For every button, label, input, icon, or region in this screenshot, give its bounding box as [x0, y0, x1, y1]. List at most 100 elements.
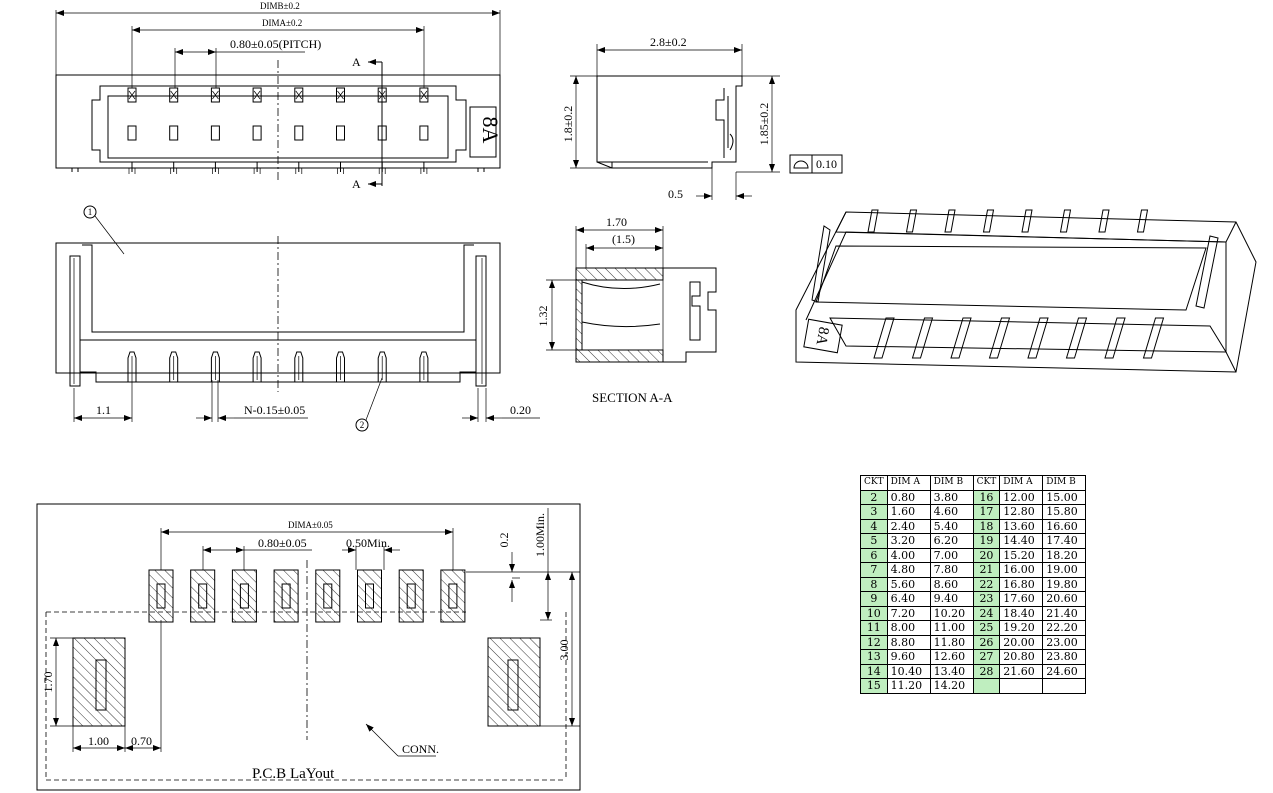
front-pin — [377, 351, 387, 382]
pcb-pad — [440, 569, 466, 623]
pcb-min-gap-label: 0.50Min. — [346, 536, 390, 550]
table-cell: 14 — [860, 663, 888, 679]
table-cell — [972, 678, 1001, 694]
table-cell: 16.60 — [1042, 518, 1087, 534]
iso-pin — [905, 209, 934, 359]
table-cell: 24 — [972, 605, 1001, 621]
pcb-pad — [231, 569, 257, 623]
table-cell — [999, 678, 1044, 694]
table-cell: 13 — [860, 649, 888, 665]
table-cell: 19 — [972, 533, 1001, 549]
iso-pin — [1021, 209, 1049, 359]
table-cell: 12 — [860, 634, 888, 650]
section-width-label: 1.70 — [606, 215, 627, 229]
table-cell: 21.60 — [999, 663, 1044, 679]
table-cell: 27 — [972, 649, 1001, 665]
top-pin — [419, 87, 429, 174]
top-pin — [210, 87, 220, 174]
table-cell: 19.20 — [999, 620, 1044, 636]
table-cell: 19.00 — [1042, 562, 1087, 578]
table-cell: 16.00 — [999, 562, 1044, 578]
front-pin — [419, 351, 429, 382]
side-width-label: 2.8±0.2 — [650, 35, 687, 49]
table-header: CKT — [972, 475, 1001, 491]
callout-1: 1 — [88, 207, 93, 217]
table-cell: 7.80 — [929, 562, 974, 578]
section-mark-bottom: A — [352, 177, 361, 191]
top-pin — [377, 87, 387, 174]
table-cell: 3.80 — [929, 489, 974, 505]
table-cell: 15 — [860, 678, 888, 694]
table-cell: 5.60 — [886, 576, 931, 592]
table-cell: 15.00 — [1042, 489, 1087, 505]
side-height-left-label: 1.8±0.2 — [561, 106, 575, 143]
table-cell: 8.00 — [886, 620, 931, 636]
table-cell: 28 — [972, 663, 1001, 679]
table-header: DIM A — [886, 475, 931, 491]
iso-pin — [867, 209, 895, 359]
front-view: 1 2 1.1 N-0.15±0.05 0.20 — [55, 205, 540, 432]
table-cell: 6.20 — [929, 533, 974, 549]
table-cell: 23 — [972, 591, 1001, 607]
table-cell: 17 — [972, 504, 1001, 520]
pcb-pad — [315, 569, 341, 623]
table-cell: 19.80 — [1042, 576, 1087, 592]
front-dim-left-label: 1.1 — [96, 403, 111, 417]
table-cell: 9 — [860, 591, 888, 607]
table-cell: 4 — [860, 518, 888, 534]
table-cell: 11 — [860, 620, 888, 636]
table-cell: 7.20 — [886, 605, 931, 621]
front-pin — [169, 351, 179, 382]
table-cell: 24.60 — [1042, 663, 1087, 679]
table-cell: 16 — [972, 489, 1001, 505]
side-view: 2.8±0.2 1.8±0.2 1.85±0.2 0.10 0.5 — [561, 35, 843, 201]
table-header: DIM B — [1042, 475, 1087, 491]
table-cell: 1.60 — [886, 504, 931, 520]
table-cell: 11.20 — [886, 678, 931, 694]
table-cell: 25 — [972, 620, 1001, 636]
iso-marking: 8A — [813, 326, 832, 347]
side-height-right-label: 1.85±0.2 — [757, 103, 771, 146]
table-cell: 5 — [860, 533, 888, 549]
top-pin — [169, 87, 179, 174]
section-view: 1.70 (1.5) 1.32 SECTION A-A — [536, 215, 717, 405]
pcb-pad-height-label: 1.70 — [41, 672, 55, 693]
side-foot-label: 0.5 — [668, 187, 683, 201]
table-cell: 14.40 — [999, 533, 1044, 549]
table-cell: 15.80 — [1042, 504, 1087, 520]
table-cell: 17.60 — [999, 591, 1044, 607]
pcb-pad — [273, 569, 299, 623]
top-view: DIMB±0.2 DIMA±0.2 0.80±0.05(PITCH) 8A A … — [55, 1, 503, 191]
table-cell: 4.60 — [929, 504, 974, 520]
table-cell: 11.80 — [929, 634, 974, 650]
top-dim-b-label: DIMB±0.2 — [260, 1, 300, 11]
table-cell: 5.40 — [929, 518, 974, 534]
pcb-gap-label: 0.70 — [131, 734, 152, 748]
table-cell: 22.20 — [1042, 620, 1087, 636]
table-cell: 20.00 — [999, 634, 1044, 650]
table-cell: 4.00 — [886, 547, 931, 563]
table-cell: 7.00 — [929, 547, 974, 563]
table-cell: 13.60 — [999, 518, 1044, 534]
table-cell: 6.40 — [886, 591, 931, 607]
table-cell: 4.80 — [886, 562, 931, 578]
table-cell: 18.20 — [1042, 547, 1087, 563]
table-cell: 20.80 — [999, 649, 1044, 665]
table-cell: 3 — [860, 504, 888, 520]
section-mark-top: A — [352, 55, 361, 69]
table-cell: 15.20 — [999, 547, 1044, 563]
top-dim-a-label: DIMA±0.2 — [262, 18, 302, 28]
top-pin — [127, 87, 137, 174]
section-ref-label: (1.5) — [612, 232, 635, 246]
table-cell: 13.40 — [929, 663, 974, 679]
pcb-pad — [190, 569, 216, 623]
